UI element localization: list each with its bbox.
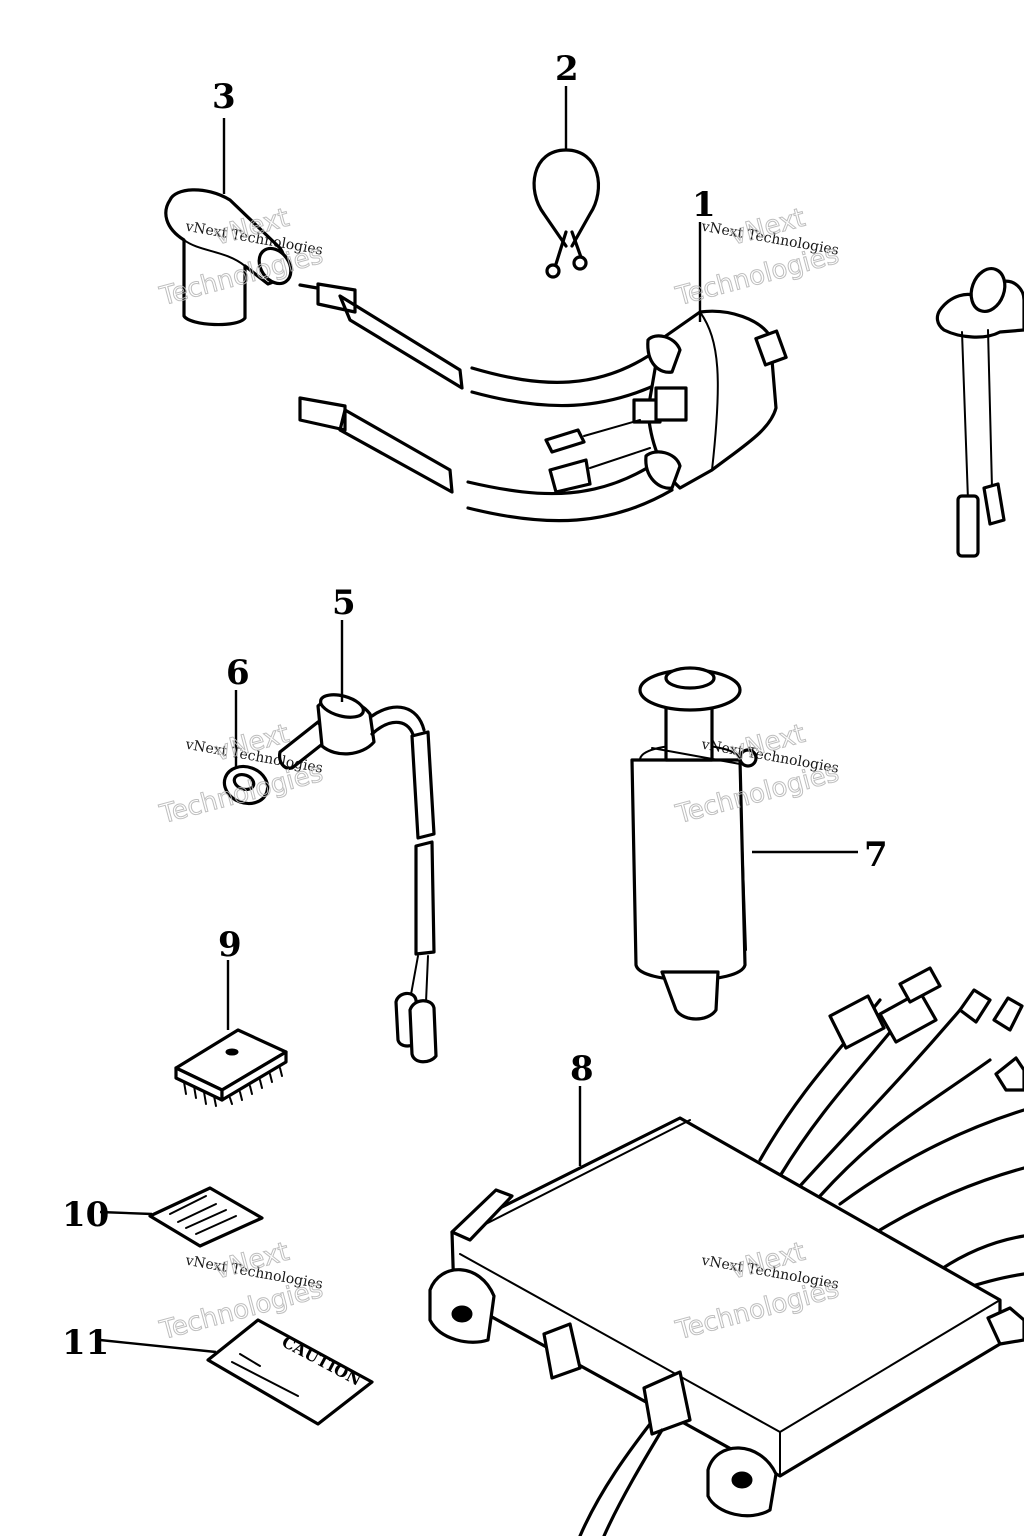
part-number-9: 9 bbox=[218, 925, 242, 965]
clip-part-2 bbox=[532, 148, 601, 279]
part-number-10: 10 bbox=[62, 1195, 109, 1235]
part-number-3: 3 bbox=[212, 77, 236, 117]
part-number-11: 11 bbox=[62, 1323, 109, 1363]
part-number-1: 1 bbox=[692, 185, 716, 225]
sensor-partial-right-edge bbox=[935, 267, 1024, 558]
watermark-text-big-2: Technologies bbox=[672, 240, 842, 312]
part-number-callouts: 3 2 1 5 6 7 9 8 10 11 bbox=[62, 49, 888, 1363]
sensor-part-5 bbox=[278, 693, 438, 1064]
ignition-coil-part-1 bbox=[298, 282, 788, 523]
part-number-6: 6 bbox=[226, 653, 250, 693]
washer-part-6 bbox=[222, 764, 270, 806]
label-part-10 bbox=[148, 1186, 264, 1248]
part-number-2: 2 bbox=[555, 49, 579, 89]
spark-plug-cap-part-3 bbox=[164, 188, 293, 327]
caution-label-part-11: CAUTION bbox=[206, 1318, 374, 1426]
control-unit-part-8 bbox=[428, 966, 1024, 1536]
watermark-5: vNext Technologies vNext Technologies bbox=[156, 1236, 327, 1346]
fuel-pump-part-7 bbox=[630, 666, 758, 1021]
leader-lines bbox=[99, 86, 858, 1354]
part-number-7: 7 bbox=[864, 835, 888, 875]
part-number-5: 5 bbox=[332, 583, 356, 623]
part-number-8: 8 bbox=[570, 1049, 594, 1089]
ic-chip-part-9 bbox=[174, 1028, 288, 1107]
